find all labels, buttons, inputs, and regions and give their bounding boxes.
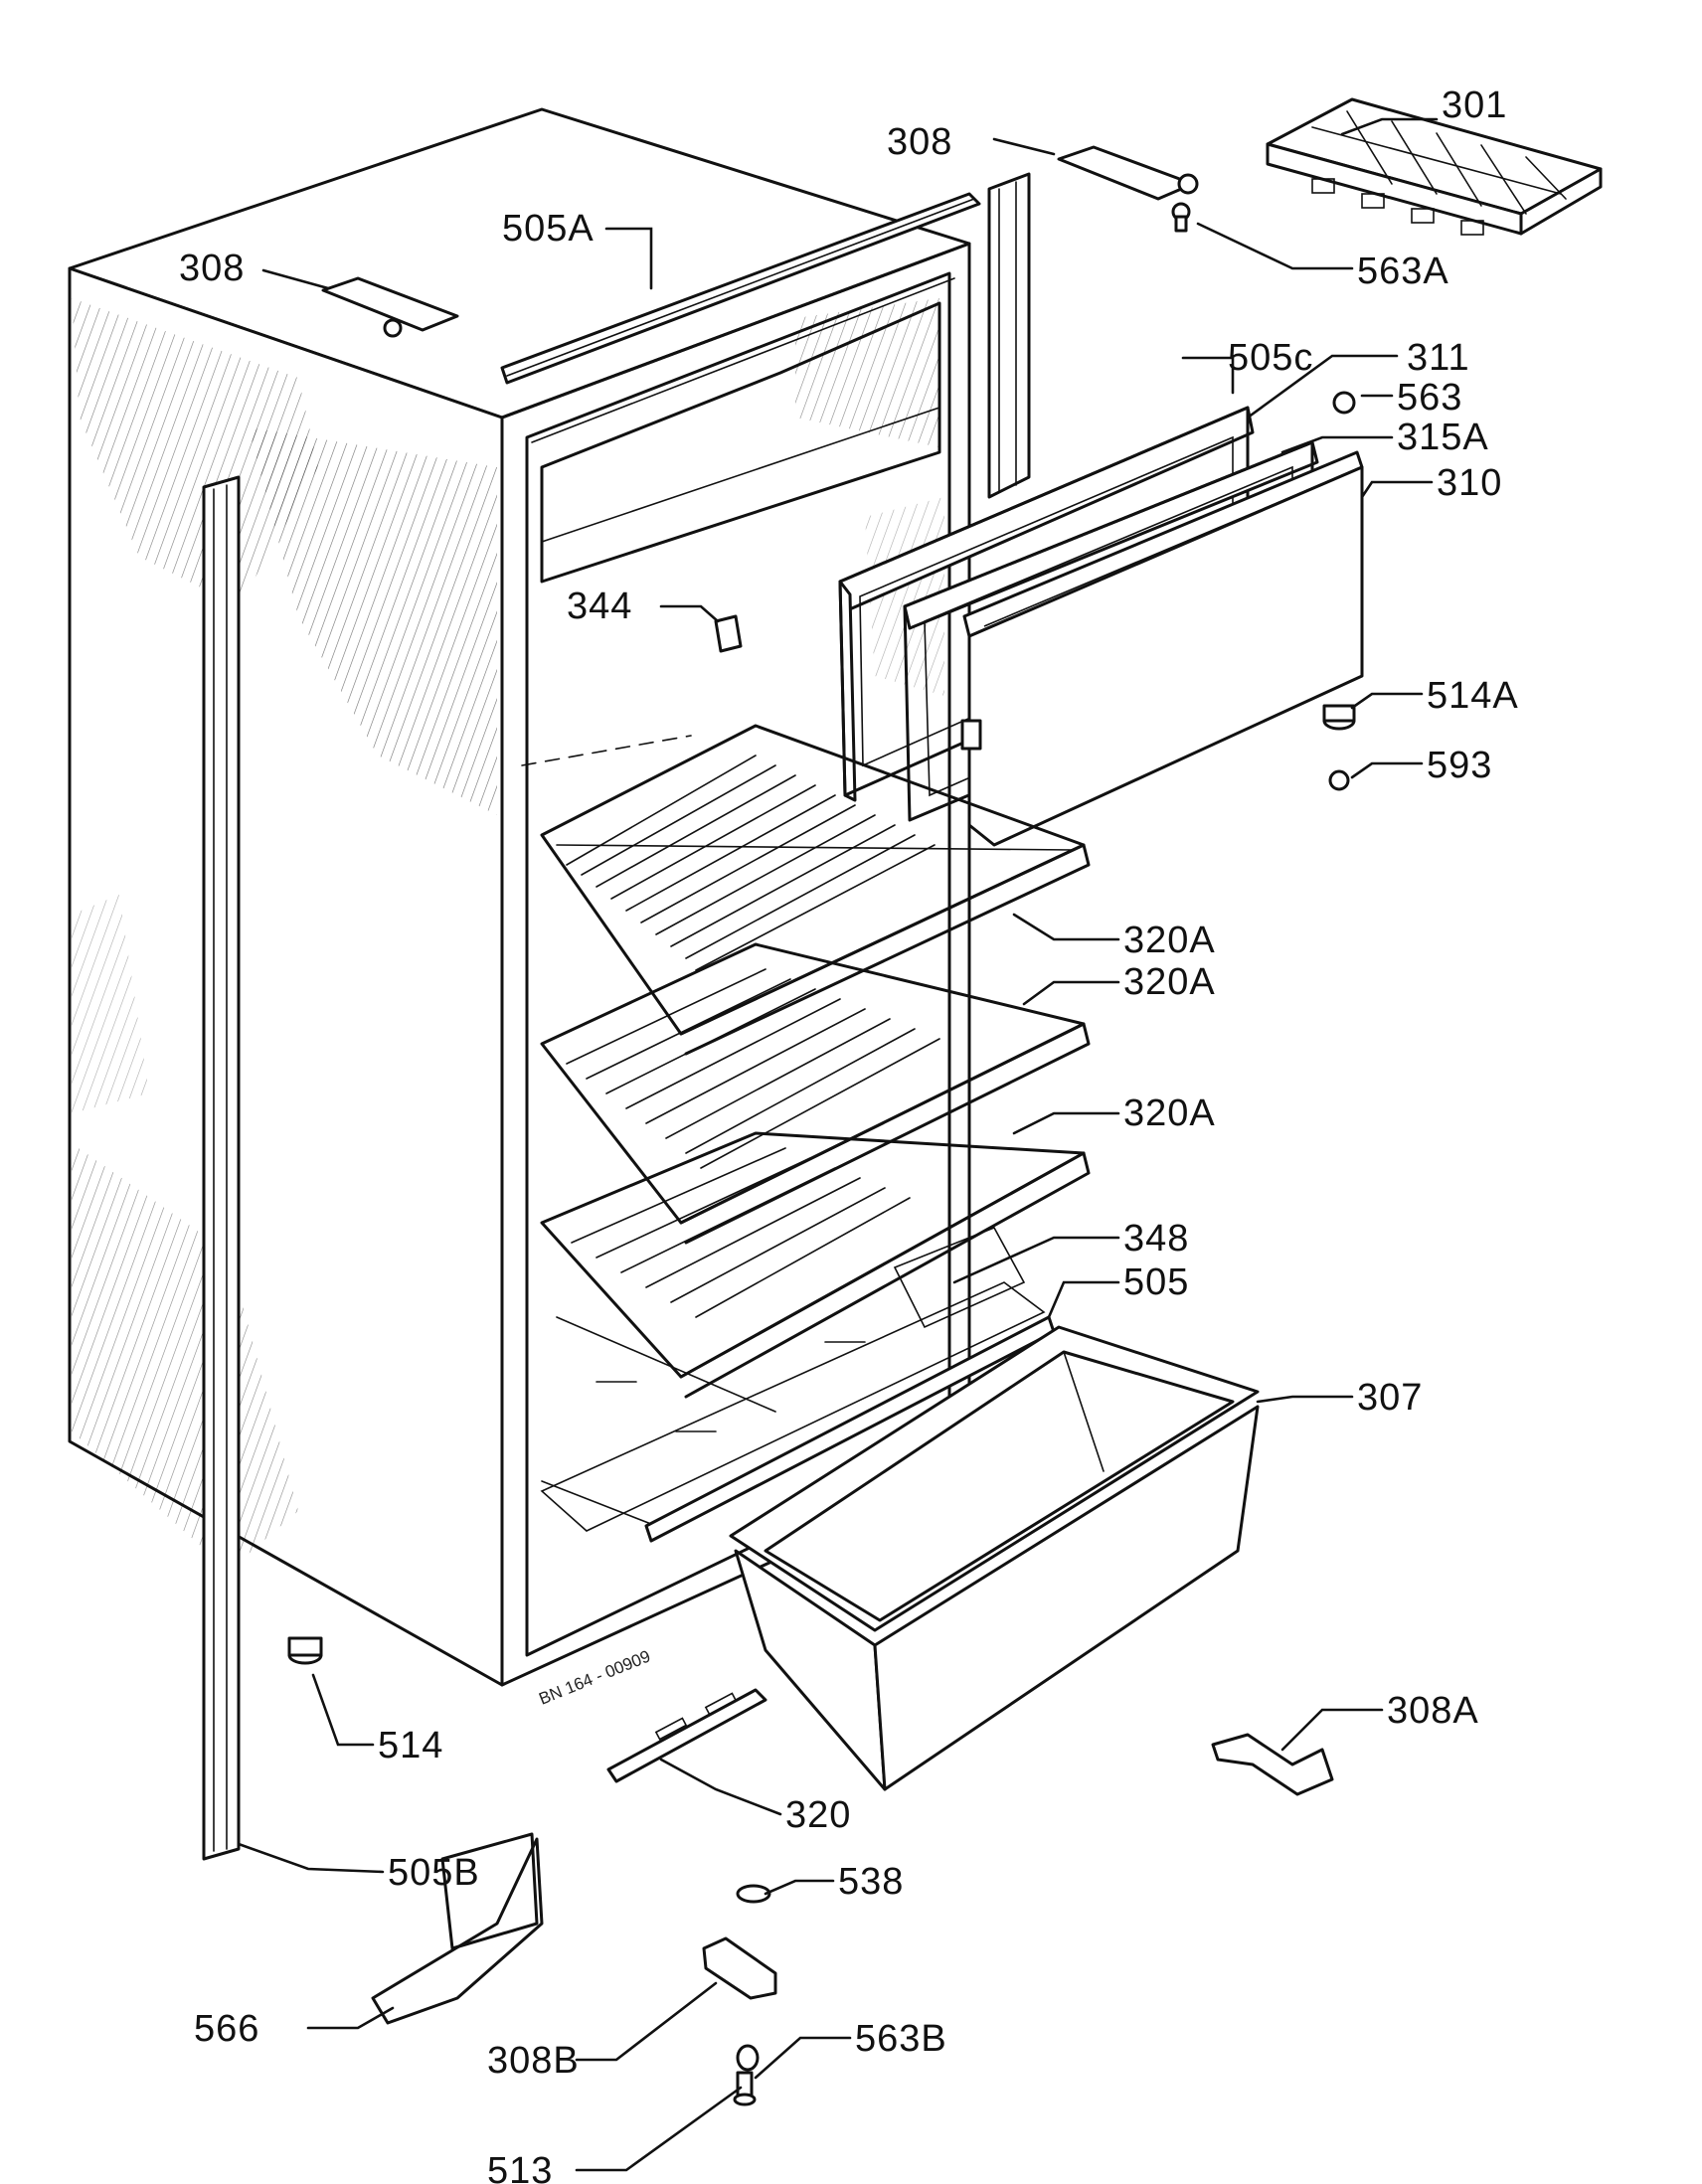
part-320A-shelf-2 (540, 942, 1091, 1245)
part-320A-shelf-1 (540, 724, 1091, 1056)
part-513-bushing (736, 2044, 760, 2072)
label-505: 505 (1123, 1261, 1189, 1303)
label-505B: 505B (388, 1852, 480, 1894)
part-563B-pin (733, 2071, 757, 2106)
label-320A-2: 320A (1123, 961, 1216, 1003)
part-308-top-left-hinge (321, 276, 459, 338)
part-505A-strip (500, 192, 981, 385)
label-320: 320 (785, 1794, 851, 1836)
label-301: 301 (1442, 84, 1507, 126)
serial-stamp-text: BN 164 - 00909 (536, 1646, 653, 1708)
label-310: 310 (1437, 462, 1502, 504)
label-593: 593 (1427, 745, 1492, 786)
label-505A: 505A (502, 208, 595, 250)
label-514A: 514A (1427, 675, 1519, 717)
label-308A: 308A (1387, 1690, 1479, 1732)
label-513: 513 (487, 2150, 553, 2184)
part-348-glass-plate (893, 1226, 1026, 1329)
label-307: 307 (1357, 1377, 1423, 1419)
label-344: 344 (567, 586, 632, 627)
part-308B-hinge (702, 1936, 777, 2000)
part-505-vertical-strip (987, 172, 1031, 499)
label-514: 514 (378, 1725, 443, 1766)
label-538: 538 (838, 1861, 904, 1903)
label-320A-1: 320A (1123, 920, 1216, 961)
part-566-hinge-block (371, 1832, 544, 2025)
label-308-top-left: 308 (179, 248, 245, 289)
label-308B: 308B (487, 2040, 580, 2082)
part-308-top-right-hinge (1057, 145, 1199, 201)
part-308A-hinge (1211, 1733, 1334, 1796)
label-320A-3: 320A (1123, 1092, 1216, 1134)
part-538-washer (736, 1884, 771, 1904)
part-320A-shelf-3 (540, 1131, 1091, 1399)
label-566: 566 (194, 2008, 259, 2050)
part-320-shelf-support (606, 1688, 767, 1783)
part-505B-strip (202, 475, 241, 1861)
label-563A: 563A (1357, 251, 1449, 292)
part-344-bracket (714, 614, 743, 653)
part-labels: 301 308 308 505A 563A 505c 311 563 315A … (179, 84, 1519, 2184)
part-563A-pin (1171, 202, 1191, 233)
part-514A-foot (1322, 704, 1356, 731)
label-311: 311 (1407, 337, 1470, 379)
label-505C: 505c (1228, 337, 1313, 379)
part-310-freezer-door (960, 450, 1364, 847)
part-307-crisper (729, 1325, 1260, 1791)
label-563: 563 (1397, 377, 1462, 419)
serial-stamp: BN 164 - 00909 (536, 1646, 653, 1708)
label-308-top-right: 308 (887, 121, 952, 163)
part-514-foot (287, 1636, 323, 1665)
label-348: 348 (1123, 1218, 1189, 1260)
label-315A: 315A (1397, 417, 1489, 458)
part-301-ice-tray (1266, 97, 1603, 236)
label-563B: 563B (855, 2018, 947, 2060)
part-593-screw (1328, 769, 1350, 791)
leader-lines (237, 117, 1439, 2172)
part-563-pin (1332, 391, 1356, 415)
cabinet-body (68, 107, 1046, 1687)
